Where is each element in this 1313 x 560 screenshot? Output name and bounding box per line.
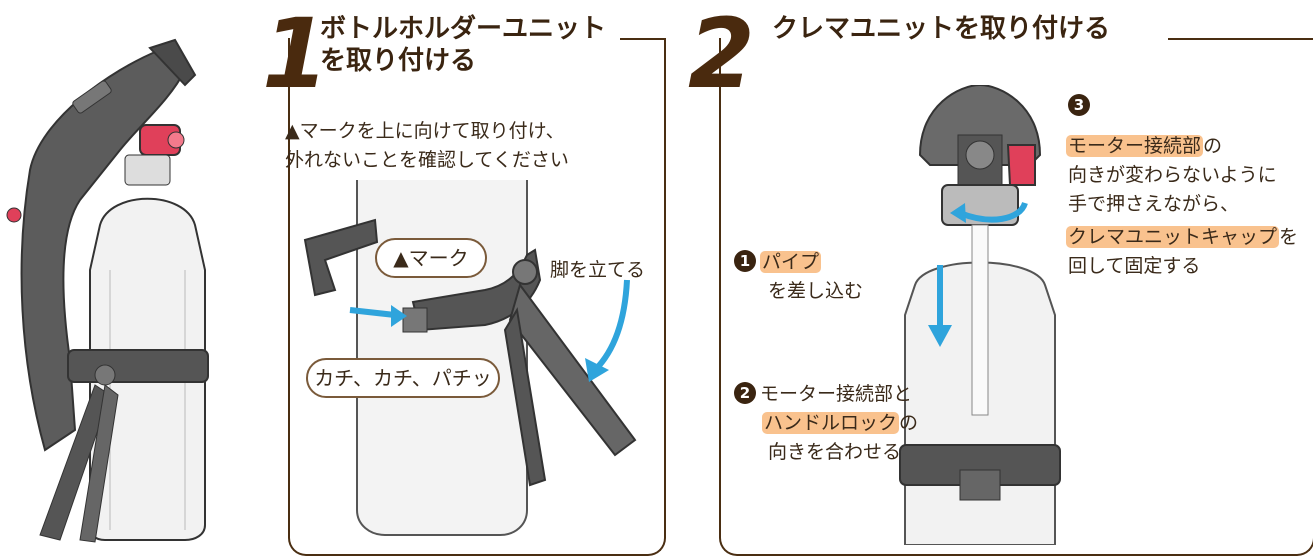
step1-title-line1: ボトルホルダーユニット (320, 14, 607, 44)
product-illustration (6, 38, 209, 543)
callout3-motor-highlight: モーター接続部 (1066, 135, 1204, 157)
step2-callout2-line3: 向きを合わせる (768, 441, 902, 463)
step2-callout3-line1: モーター接続部の (1066, 135, 1223, 157)
step1-click-bubble: カチ、カチ、パチッ (306, 358, 500, 398)
step2-callout3-line2: 向きが変わらないように (1068, 164, 1277, 186)
step2-callout3-line4: クレマユニットキャップを (1066, 226, 1299, 248)
callout1-pipe-highlight: パイプ (760, 251, 822, 273)
step2-number: 2 (688, 0, 755, 110)
step1-instruction-line1: ▲マークを上に向けて取り付け、 (285, 120, 565, 142)
step1-title-line2: を取り付ける (320, 46, 477, 76)
callout3-cap-highlight: クレマユニットキャップ (1066, 226, 1280, 248)
step2-callout1-line2: を差し込む (768, 280, 864, 302)
step1-frame-top-right (620, 38, 664, 40)
step2-callout3-number-line: 3 (1068, 94, 1094, 119)
step2-illustration (899, 85, 1061, 545)
step2-frame (719, 38, 1313, 556)
step2-callout2-line2: ハンドルロックの (762, 412, 919, 434)
callout2-number: 2 (734, 382, 756, 404)
step1-number: 1 (262, 0, 329, 110)
step1-frame (288, 38, 666, 556)
step2-callout3-line5: 回して固定する (1068, 255, 1201, 277)
step1-mark-bubble: ▲マーク (375, 238, 487, 278)
callout3-number: 3 (1068, 94, 1090, 116)
step2-callout3-line3: 手で押さえながら、 (1068, 193, 1240, 215)
step2-title: クレマユニットを取り付ける (772, 14, 1111, 44)
step1-legs-label: 脚を立てる (550, 259, 646, 281)
callout2-handle-lock-highlight: ハンドルロック (762, 412, 900, 434)
step2-frame-top-right (1168, 38, 1313, 40)
step1-instruction-line2: 外れないことを確認してください (285, 149, 569, 171)
callout1-number: 1 (734, 250, 756, 272)
